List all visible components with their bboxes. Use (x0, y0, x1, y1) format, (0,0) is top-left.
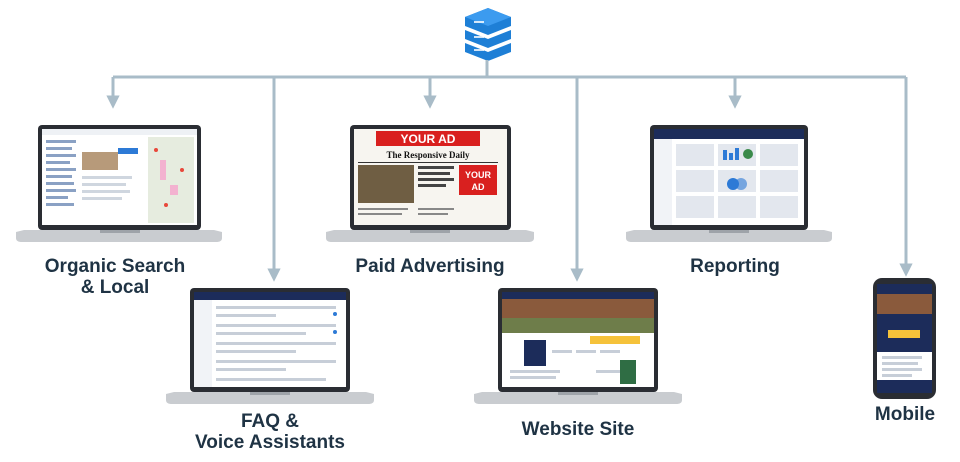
ad-box (459, 165, 497, 195)
mobile-hero-photo (877, 294, 932, 314)
label-faq: FAQ & Voice Assistants (180, 411, 360, 453)
website-badge (524, 340, 546, 366)
newspaper-photo (358, 165, 414, 203)
label-reporting: Reporting (660, 256, 810, 277)
label-organic-search: Organic Search & Local (38, 256, 192, 298)
laptop-website (474, 288, 682, 404)
laptop-paid-advertising: YOUR AD The Responsive Daily YOUR AD (326, 125, 534, 242)
laptop-organic-search (16, 125, 222, 242)
database-stack-icon (465, 8, 511, 61)
search-results-list (46, 140, 76, 206)
label-mobile: Mobile (860, 404, 950, 425)
label-faq-line2: Voice Assistants (195, 432, 345, 453)
label-paid-advertising: Paid Advertising (340, 256, 520, 277)
label-website: Website Site (498, 419, 658, 440)
phone-mobile (873, 278, 936, 399)
ad-box-text-2: AD (472, 182, 485, 192)
label-reporting-line1: Reporting (690, 256, 780, 277)
label-paid-advertising-line1: Paid Advertising (355, 256, 505, 277)
faq-topbar (194, 292, 346, 300)
reporting-topbar (654, 129, 804, 139)
label-faq-line1: FAQ & (240, 411, 300, 432)
laptop-reporting (626, 125, 832, 242)
newspaper-masthead: The Responsive Daily (386, 150, 470, 160)
search-hero-photo (82, 152, 118, 170)
label-mobile-line1: Mobile (874, 404, 936, 425)
connector-lines (106, 60, 913, 282)
laptop-faq (166, 288, 374, 404)
ad-banner (376, 131, 480, 146)
label-organic-search-line1: Organic Search (44, 256, 186, 277)
label-website-line1: Website Site (521, 419, 635, 440)
ad-banner-text: YOUR AD (401, 132, 456, 146)
label-organic-search-line2: & Local (80, 277, 150, 298)
ad-box-text: YOUR (465, 170, 492, 180)
